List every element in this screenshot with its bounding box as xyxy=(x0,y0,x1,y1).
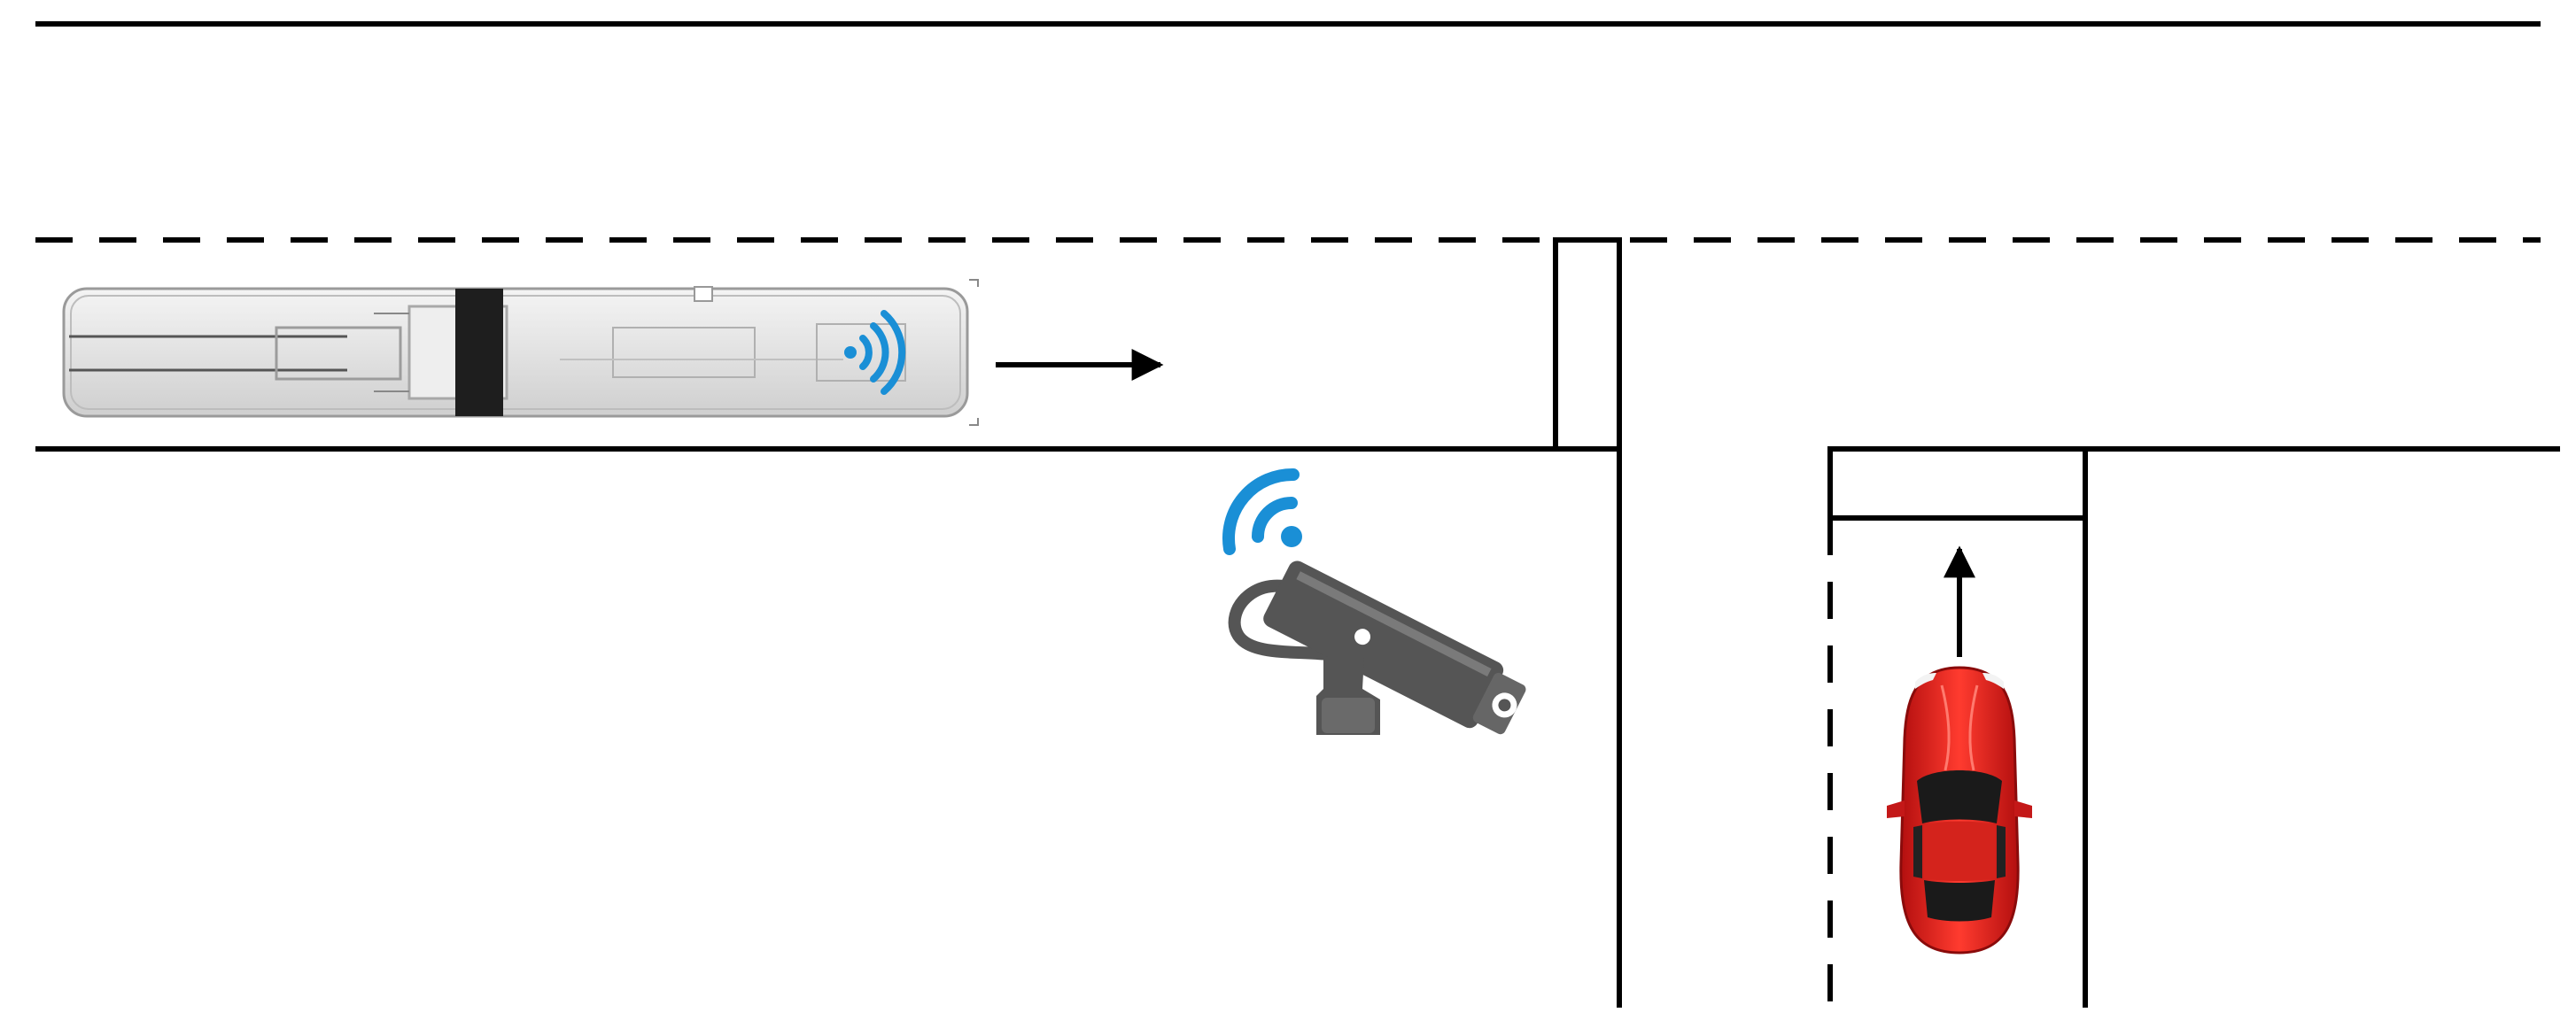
bus-wifi-signal-icon xyxy=(844,310,906,395)
roadside-camera-icon xyxy=(1222,468,1526,735)
main-road-stop-box xyxy=(1553,237,1622,452)
bus-corner-marks xyxy=(969,279,979,426)
side-road-stop-box xyxy=(1827,446,2088,521)
camera-wifi-signal-icon xyxy=(1222,468,1302,555)
bus-icon xyxy=(62,286,969,418)
road-markings xyxy=(35,21,2560,1008)
red-car-icon xyxy=(1887,666,2032,955)
